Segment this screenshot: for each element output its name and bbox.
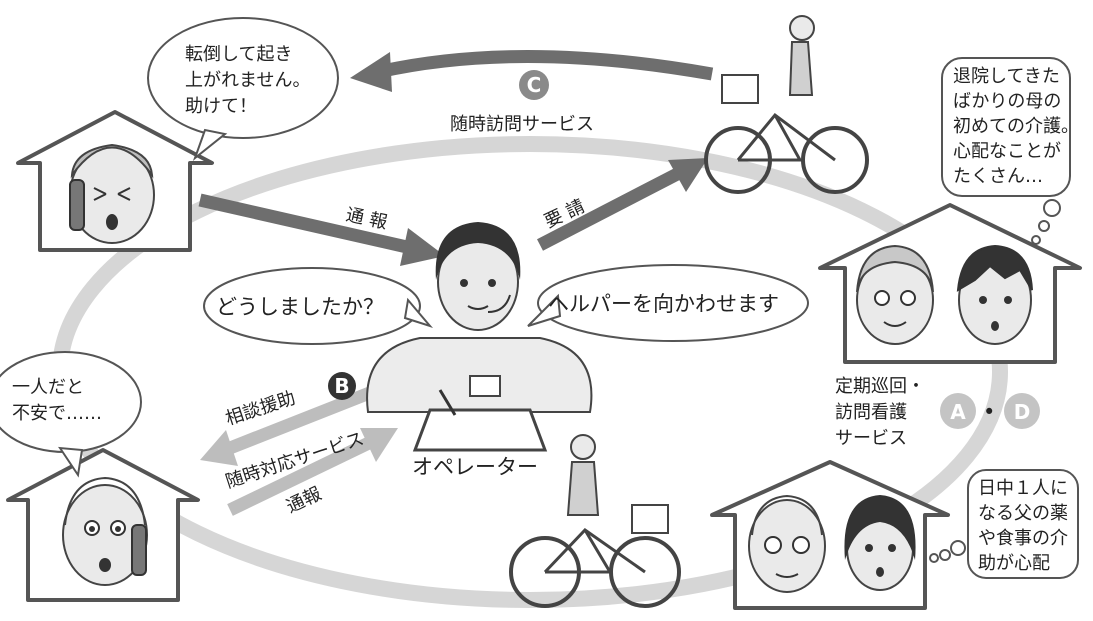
bubble-daytime-line-2: なる父の薬 (978, 503, 1068, 524)
svg-text:A: A (950, 400, 966, 424)
operator-figure (366, 222, 593, 413)
son-face-icon (956, 244, 1033, 345)
bubble-daytime-line-4: 助が心配 (978, 553, 1050, 574)
arrow-report-top (198, 193, 445, 266)
bubble-operator-dispatch: ヘルパーを向かわせます (527, 264, 809, 342)
bubble-fallen-line-3: 助けて！ (185, 96, 257, 117)
bubble-discharged-line-1: 退院してきた (953, 66, 1060, 87)
operator-label: オペレーター (412, 455, 538, 479)
bubble-daytime-line-3: や食事の介 (978, 528, 1068, 549)
bubble-fallen-line-2: 上がれません。 (185, 70, 310, 91)
elderly-man-face-icon (62, 476, 148, 586)
periodic-label-line-1: 定期巡回・ (835, 376, 925, 397)
periodic-label-line-3: サービス (835, 428, 907, 449)
bubble-operator-question: どうしましたか？ (203, 267, 434, 345)
visit-service-label: 随時訪問サービス (450, 114, 594, 135)
badge-separator-dot: • (983, 400, 995, 424)
bubble-daytime-line-1: 日中１人に (978, 478, 1068, 499)
badge-d: D (1004, 393, 1040, 429)
house-top-left (16, 110, 214, 252)
arrow-request (537, 158, 708, 251)
bubble-fallen: 転倒して起き 上がれません。 助けて！ (147, 17, 339, 161)
bubble-discharged: 退院してきた ばかりの母の 初めての介護。 心配なことが たくさん… (941, 57, 1079, 245)
svg-text:D: D (1014, 400, 1031, 424)
bicycle-top-icon (704, 15, 869, 194)
elderly-mother-face-icon (856, 244, 934, 345)
arrow-consult (200, 385, 375, 466)
bubble-discharged-line-2: ばかりの母の (953, 91, 1061, 112)
house-bottom-left (6, 448, 200, 602)
periodic-label-line-2: 訪問看護 (835, 402, 907, 423)
house-right-bottom (710, 460, 950, 610)
elderly-father-face-icon (748, 494, 826, 593)
bubble-alone-line-1: 一人だと (12, 377, 84, 398)
clipboard-desk (412, 389, 548, 452)
operator-dispatch-text: ヘルパーを向かわせます (548, 292, 779, 316)
bubble-daytime: 日中１人に なる父の薬 や食事の介 助が心配 (929, 469, 1079, 579)
bubble-alone: 一人だと 不安で…… (0, 351, 142, 478)
arrow-visit-service (350, 49, 714, 92)
bubble-discharged-line-4: 心配なことが (953, 141, 1061, 162)
house-right-top (818, 203, 1082, 364)
elderly-woman-face-icon (69, 143, 155, 244)
badge-c: C (519, 70, 549, 100)
bicycle-bottom-icon (509, 434, 681, 608)
svg-text:B: B (334, 374, 349, 398)
bubble-fallen-line-1: 転倒して起き (185, 44, 292, 65)
operator-question-text: どうしましたか？ (216, 295, 384, 319)
svg-text:C: C (527, 73, 542, 97)
badge-a: A (940, 393, 976, 429)
daughter-face-icon (844, 495, 916, 591)
badge-b: B (328, 372, 356, 400)
arrow-report-bottom (227, 428, 398, 516)
bubble-alone-line-2: 不安で…… (12, 403, 102, 424)
bubble-discharged-line-5: たくさん… (953, 166, 1043, 187)
bubble-discharged-line-3: 初めての介護。 (953, 116, 1079, 137)
